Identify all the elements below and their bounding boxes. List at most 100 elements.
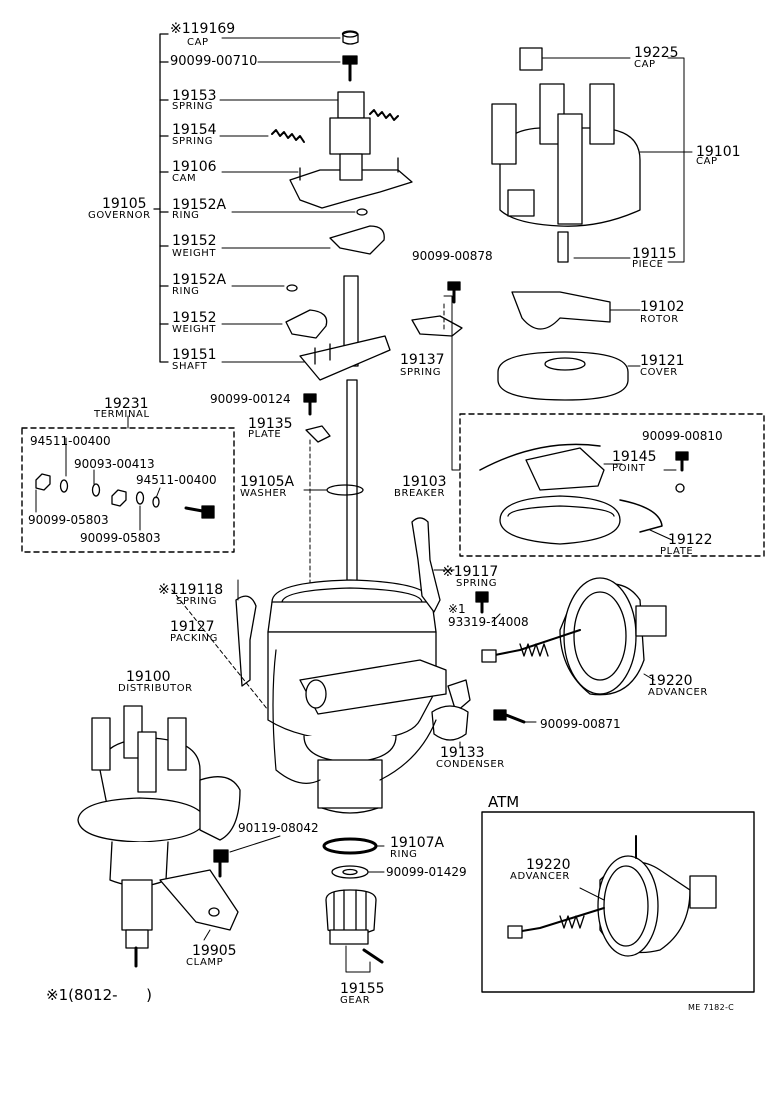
gear-number: 19155 bbox=[340, 981, 385, 997]
ring-a2-name: RING bbox=[172, 286, 200, 297]
plate-19122-number: 19122 bbox=[668, 532, 713, 548]
advancer-name: ADVANCER bbox=[648, 687, 708, 698]
governor-number: 19105 bbox=[102, 196, 147, 212]
plate-19135-number: 19135 bbox=[248, 416, 293, 432]
spring-19154-name: SPRING bbox=[172, 136, 214, 147]
cover-name: COVER bbox=[640, 367, 678, 378]
atm-label: ATM bbox=[488, 793, 520, 811]
breaker-box bbox=[459, 413, 765, 557]
terminal-parts bbox=[35, 437, 215, 531]
bolt-124-part bbox=[303, 393, 317, 416]
spring-19118-number: ※119118 bbox=[158, 582, 224, 598]
gear-part bbox=[325, 889, 384, 973]
breaker-number: 19103 bbox=[402, 474, 447, 490]
governor-name: GOVERNOR bbox=[88, 210, 151, 221]
ring-19107a-part bbox=[322, 837, 385, 855]
advancer-atm-number: 19220 bbox=[526, 857, 571, 873]
washer-19105a-part bbox=[303, 484, 364, 496]
plate-19122-name: PLATE bbox=[660, 546, 694, 557]
spring-19117-name: SPRING bbox=[456, 578, 498, 589]
cap-19101-number: 19101 bbox=[696, 144, 741, 160]
spring-19137-part bbox=[411, 315, 463, 337]
weight-1-number: 19152 bbox=[172, 233, 217, 249]
cap-small-number: ※119169 bbox=[170, 21, 236, 37]
bolt-124-number: 90099-00124 bbox=[210, 392, 291, 406]
advancer-number: 19220 bbox=[648, 673, 693, 689]
condenser-number: 19133 bbox=[440, 745, 485, 761]
weight-1-name: WEIGHT bbox=[172, 248, 217, 259]
washer-19105a-name: WASHER bbox=[240, 488, 287, 499]
nut-94511-a-number: 94511-00400 bbox=[30, 434, 111, 448]
condenser-name: CONDENSER bbox=[436, 759, 505, 770]
ring-a1-number: 19152A bbox=[172, 197, 227, 213]
right-leaders bbox=[491, 469, 677, 681]
spring-19117-part bbox=[411, 517, 455, 613]
bolt-8042-number: 90119-08042 bbox=[238, 821, 319, 835]
bolt-878-number: 90099-00878 bbox=[412, 249, 493, 263]
breaker-leader bbox=[443, 295, 461, 471]
cap-19225-name: CAP bbox=[634, 59, 656, 70]
point-number: 19145 bbox=[612, 449, 657, 465]
ring-19107a-name: RING bbox=[390, 849, 418, 860]
shaft-number: 19151 bbox=[172, 347, 217, 363]
cover-number: 19121 bbox=[640, 353, 685, 369]
cover-part bbox=[497, 351, 641, 401]
small-cap-part bbox=[341, 30, 359, 45]
distributor-name: DISTRIBUTOR bbox=[118, 683, 193, 694]
spring-19137-name: SPRING bbox=[400, 367, 442, 378]
cam-name: CAM bbox=[172, 173, 197, 184]
terminal-box bbox=[21, 427, 235, 553]
cam-number: 19106 bbox=[172, 159, 217, 175]
rotor-number: 19102 bbox=[640, 299, 685, 315]
washer-5803-b-number: 90099-05803 bbox=[80, 531, 161, 545]
plate-19135-part bbox=[305, 425, 331, 443]
governor-leaders bbox=[219, 37, 356, 363]
washer-413-number: 90093-00413 bbox=[74, 457, 155, 471]
gear-name: GEAR bbox=[340, 995, 371, 1006]
packing-number: 19127 bbox=[170, 619, 215, 635]
distributor-housing bbox=[267, 579, 447, 814]
washer-5803-a-number: 90099-05803 bbox=[28, 513, 109, 527]
weight-part bbox=[285, 225, 385, 339]
advancer-atm-part bbox=[507, 835, 717, 957]
governor-bracket bbox=[153, 33, 169, 363]
footnote: ※1(8012- ) bbox=[46, 986, 153, 1004]
clamp-leader bbox=[203, 929, 211, 941]
piece-number: 19115 bbox=[632, 246, 677, 262]
distributor-assembly-part bbox=[77, 705, 241, 968]
piece-part bbox=[557, 231, 569, 263]
spring-19154-part bbox=[271, 129, 305, 143]
ring-part bbox=[286, 208, 368, 292]
rotor-part bbox=[511, 291, 641, 330]
cap-19225-number: 19225 bbox=[634, 45, 679, 61]
washer-1429-number: 90099-01429 bbox=[386, 865, 467, 879]
point-name: POINT bbox=[612, 463, 646, 474]
spring-19117-number: ※19117 bbox=[442, 564, 499, 580]
spring-19153-part bbox=[369, 109, 399, 121]
ring-a1-name: RING bbox=[172, 210, 200, 221]
breaker-name: BREAKER bbox=[394, 488, 445, 499]
ring-a2-number: 19152A bbox=[172, 272, 227, 288]
piece-name: PIECE bbox=[632, 259, 664, 270]
spring-19118-name: SPRING bbox=[176, 596, 218, 607]
breaker-parts bbox=[479, 443, 689, 545]
spring-19153-number: 19153 bbox=[172, 88, 217, 104]
terminal-name: TERMINAL bbox=[94, 409, 150, 420]
drawing-ref: ME 7182-C bbox=[688, 1003, 735, 1012]
cap-bracket bbox=[541, 57, 693, 263]
advancer-atm-name: ADVANCER bbox=[510, 871, 570, 882]
plate-19135-name: PLATE bbox=[248, 429, 282, 440]
clamp-number: 19905 bbox=[192, 943, 237, 959]
screw-93319-number: ※1 93319-14008 bbox=[448, 602, 529, 629]
governor-screw-part bbox=[342, 55, 358, 82]
bolt-871-part bbox=[493, 709, 537, 724]
cam-part bbox=[289, 91, 413, 209]
terminal-number: 19231 bbox=[104, 396, 149, 412]
bolt-8042-part bbox=[213, 835, 281, 878]
rotor-name: ROTOR bbox=[640, 314, 679, 325]
shaft-name: SHAFT bbox=[172, 361, 208, 372]
spring-19153-name: SPRING bbox=[172, 101, 214, 112]
distributor-cap-part bbox=[491, 83, 641, 227]
bolt-710-number: 90099-00710 bbox=[170, 54, 258, 69]
